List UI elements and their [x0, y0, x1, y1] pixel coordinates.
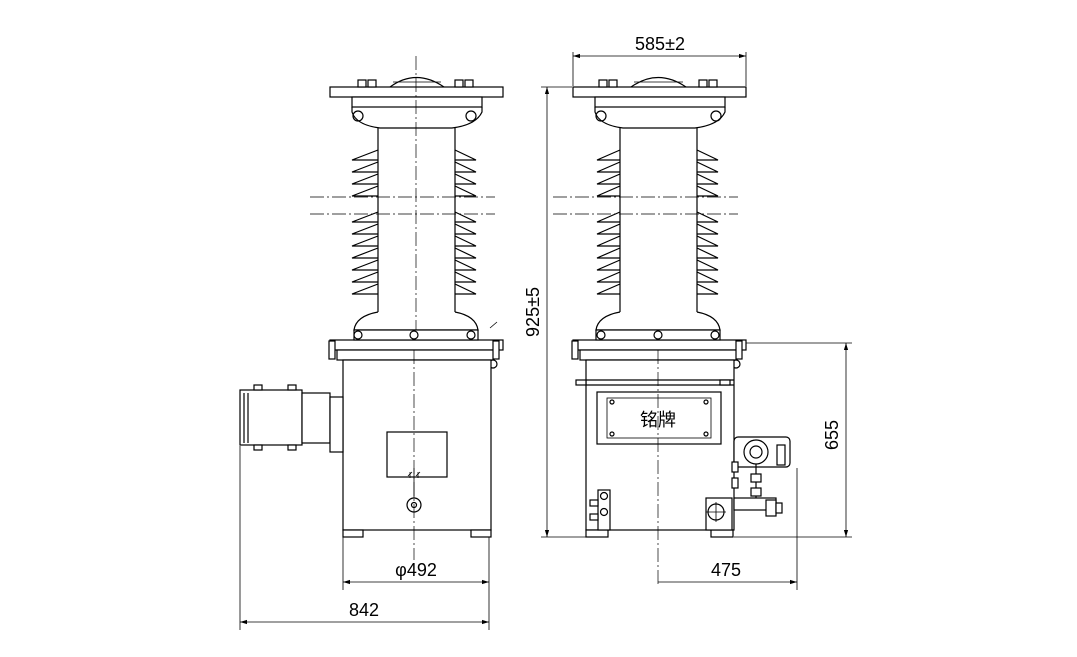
- dim-overall-width-label: 842: [349, 600, 379, 620]
- right-valve: [731, 436, 791, 517]
- right-top-plate: [572, 76, 747, 129]
- left-top-plate: [329, 76, 504, 129]
- dim-tank-diameter-label: φ492: [395, 560, 437, 580]
- dim-tank-height-label: 655: [822, 420, 842, 450]
- dim-tank-diameter: φ492: [342, 537, 490, 590]
- right-view: 铭牌: [523, 34, 852, 590]
- dim-overall-width: 842: [239, 446, 490, 630]
- left-side-box: [239, 384, 344, 453]
- nameplate-frame: [596, 391, 722, 445]
- right-tank: 铭牌: [575, 350, 735, 585]
- left-insulator: [310, 128, 498, 331]
- left-tank: [342, 350, 492, 560]
- dim-flange-width-label: 585±2: [635, 34, 685, 54]
- dim-total-height-label: 925±5: [523, 287, 543, 337]
- dim-side-offset: 475: [658, 468, 798, 590]
- dim-side-offset-label: 475: [711, 560, 741, 580]
- left-view: φ492 842: [239, 56, 504, 630]
- dim-tank-height: 655: [734, 342, 852, 538]
- dim-flange-width: 585±2: [572, 34, 747, 86]
- dim-total-height: 925±5: [523, 86, 586, 538]
- right-insulator: [553, 128, 738, 331]
